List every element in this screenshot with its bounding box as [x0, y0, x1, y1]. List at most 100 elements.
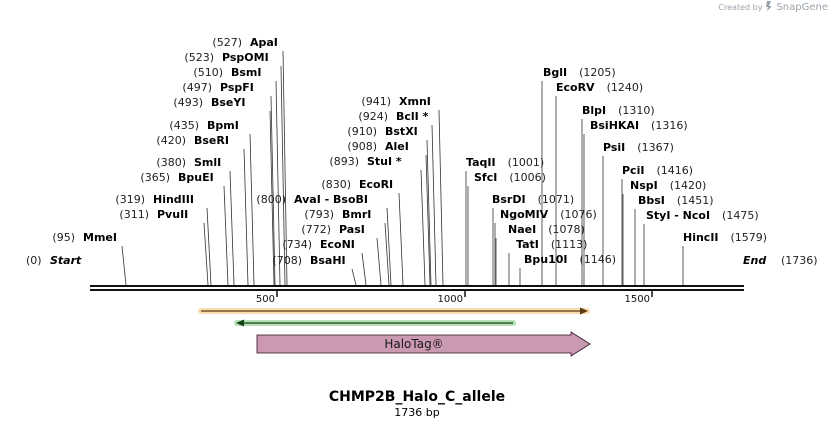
site-ecorv[interactable]: EcoRV(1240) — [556, 81, 643, 94]
site-bstxi[interactable]: BstXI(910) — [347, 125, 417, 138]
halotag-feature[interactable]: HaloTag® — [256, 331, 591, 357]
site-name: BpuEI — [178, 171, 214, 184]
site-bmri[interactable]: BmrI(793) — [304, 208, 371, 221]
site-name: StuI * — [367, 155, 402, 168]
site-econi[interactable]: EcoNI(734) — [282, 238, 354, 251]
site-avai-bsobi[interactable]: AvaI - BsoBI (800) — [256, 193, 368, 206]
site-name: StyI - NcoI — [646, 209, 710, 222]
site-pcii[interactable]: PciI(1416) — [622, 164, 693, 177]
site-lines — [121, 50, 684, 286]
site-psii[interactable]: PsiI(1367) — [603, 141, 674, 154]
site-sfci[interactable]: SfcI(1006) — [474, 171, 546, 184]
site-name: NgoMIV — [500, 208, 549, 221]
site-name: AleI — [385, 140, 409, 153]
site-position: (527) — [212, 36, 242, 49]
created-by-text: Created by — [718, 2, 763, 12]
site-pasi[interactable]: PasI (772) — [301, 223, 364, 236]
site-name: HindIII — [153, 193, 194, 206]
site-smli[interactable]: SmlI(380) — [156, 156, 221, 169]
site-position: (800) — [256, 193, 286, 206]
site-name: BpmI — [207, 119, 239, 132]
tick-1000: 1000 — [438, 291, 466, 305]
site-stui[interactable]: StuI *(893) — [329, 155, 402, 168]
site-name: NspI — [630, 179, 658, 192]
site-name: EcoNI — [320, 238, 355, 251]
site-pspfi[interactable]: PspFI(497) — [182, 81, 254, 94]
site-bpuei[interactable]: BpuEI(365) — [140, 171, 213, 184]
site-ngomiv[interactable]: NgoMIV (1076) — [500, 208, 597, 221]
site-hindiii[interactable]: HindIII(319) — [115, 193, 194, 206]
plasmid-name: CHMP2B_Halo_C_allele — [328, 389, 506, 405]
snapgene-logo-icon — [765, 1, 773, 13]
site-name: BsmI — [231, 66, 262, 79]
site-alei[interactable]: AleI (908) — [347, 140, 408, 153]
site-line-bsmi — [275, 80, 281, 286]
site-name: TatI — [516, 238, 539, 251]
site-bsrdi[interactable]: BsrDI(1071) — [492, 193, 574, 206]
site-name: BsaHI — [310, 254, 346, 267]
brand-name: SnapGene — [776, 1, 828, 13]
site-position: (380) — [156, 156, 186, 169]
site-name: EcoRV — [556, 81, 595, 94]
site-name: PvuII — [157, 208, 188, 221]
site-name: BsiHKAI — [590, 119, 639, 132]
site-pvuii[interactable]: PvuII(311) — [119, 208, 188, 221]
site-mmei[interactable]: MmeI(95) — [52, 231, 117, 244]
site-tati[interactable]: TatI(1113) — [516, 238, 587, 251]
site-position: (1078) — [548, 223, 585, 236]
site-line-bsahi — [351, 268, 357, 286]
site-name: ApaI — [250, 36, 278, 49]
site-bseri[interactable]: BseRI(420) — [156, 134, 229, 147]
site-bcli[interactable]: BclI *(924) — [358, 110, 428, 123]
site-line-pspfi — [270, 95, 276, 286]
site-position: (708) — [272, 254, 302, 267]
site-pspomi[interactable]: PspOMI(523) — [184, 51, 268, 64]
site-xmni[interactable]: XmnI(941) — [361, 95, 430, 108]
halotag-label: HaloTag® — [384, 337, 443, 351]
site-position: (1001) — [508, 156, 545, 169]
site-name: BglI — [543, 66, 567, 79]
site-name: BseRI — [194, 134, 229, 147]
site-line-hindiii — [206, 207, 212, 286]
site-position: (908) — [347, 140, 377, 153]
site-position: (924) — [358, 110, 388, 123]
site-name: HincII — [683, 231, 719, 244]
site-nspi[interactable]: NspI (1420) — [630, 179, 706, 192]
site-position: (1420) — [670, 179, 707, 192]
site-bsmi[interactable]: BsmI(510) — [193, 66, 261, 79]
site-bsahi[interactable]: BsaHI (708) — [272, 254, 345, 267]
site-position: (1076) — [560, 208, 597, 221]
site-position: (493) — [173, 96, 203, 109]
site-name: PciI — [622, 164, 644, 177]
site-apai[interactable]: ApaI (527) — [212, 36, 278, 49]
site-name: PasI — [339, 223, 365, 236]
site-line-smli — [229, 170, 235, 286]
site-bseyi[interactable]: BseYI(493) — [173, 96, 245, 109]
snapgene-brand: Created by SnapGene — [718, 1, 828, 13]
site-position: (95) — [52, 231, 75, 244]
site-styi-ncoi[interactable]: StyI - NcoI(1475) — [646, 209, 759, 222]
green-primer-arrow[interactable] — [234, 319, 516, 327]
site-position: (772) — [301, 223, 331, 236]
site-position: (1071) — [538, 193, 575, 206]
site-blpi[interactable]: BlpI(1310) — [582, 104, 655, 117]
site-name: NaeI — [508, 223, 536, 236]
site-bbsi[interactable]: BbsI(1451) — [638, 194, 713, 207]
site-name: BlpI — [582, 104, 606, 117]
tick-label-1500: 1500 — [625, 294, 650, 305]
site-naei[interactable]: NaeI (1078) — [508, 223, 585, 236]
site-bsihkai[interactable]: BsiHKAI(1316) — [590, 119, 688, 132]
site-hincii[interactable]: HincII (1579) — [683, 231, 767, 244]
site-taqii[interactable]: TaqII (1001) — [466, 156, 544, 169]
site-line-pspomi — [280, 65, 286, 286]
site-ecori[interactable]: EcoRI(830) — [321, 178, 393, 191]
site-name: TaqII — [466, 156, 496, 169]
site-bpu10i[interactable]: Bpu10I(1146) — [524, 253, 616, 266]
end-label: End — [743, 254, 766, 267]
site-position: (1579) — [731, 231, 768, 244]
site-name: BmrI — [342, 208, 371, 221]
site-bgli[interactable]: BglI(1205) — [543, 66, 616, 79]
site-name: AvaI - BsoBI — [294, 193, 368, 206]
orange-primer-arrow[interactable] — [198, 307, 590, 315]
site-bpmi[interactable]: BpmI(435) — [169, 119, 238, 132]
